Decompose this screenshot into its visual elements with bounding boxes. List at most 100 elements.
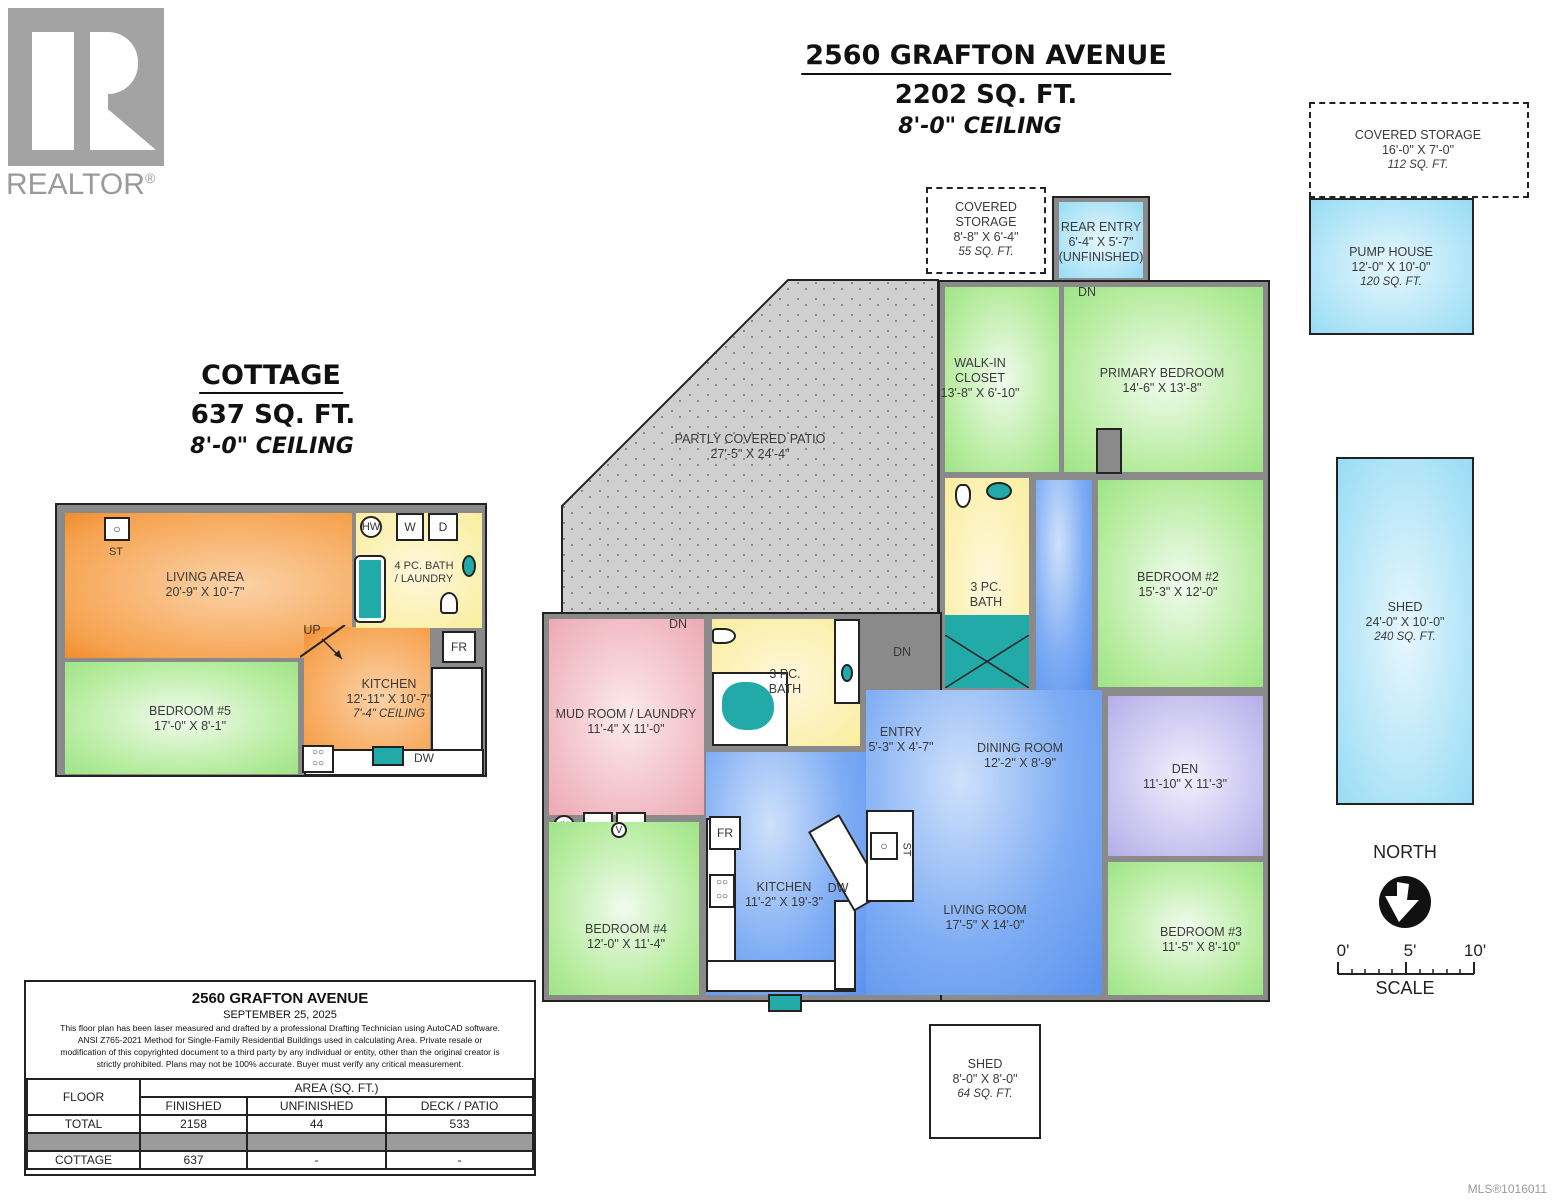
room-dims: 8'-0" X 8'-0" bbox=[952, 1072, 1018, 1086]
room-name-2: BATH bbox=[969, 595, 1003, 609]
room-dims: 6'-4" X 5'-7" bbox=[1068, 235, 1134, 249]
room-name-2: CLOSET bbox=[954, 371, 1005, 385]
cell-unfinished bbox=[246, 1132, 388, 1152]
room-dims: 11'-10" X 11'-3" bbox=[1142, 777, 1228, 791]
shed-large bbox=[1336, 457, 1474, 805]
cottage-bedroom-5 bbox=[65, 662, 298, 774]
info-date: SEPTEMBER 25, 2025 bbox=[223, 1009, 337, 1021]
scale-tick-10: 10' bbox=[1463, 941, 1487, 960]
bedroom-2 bbox=[1098, 480, 1263, 687]
disclaimer-line: This floor plan has been laser measured … bbox=[60, 1023, 500, 1033]
bath-east-sink-icon bbox=[986, 482, 1012, 500]
cottage-stove-label: ST bbox=[108, 546, 124, 558]
cell-floor: COTTAGE bbox=[26, 1150, 141, 1170]
bath-3pc-east-label: 3 PC. BATH bbox=[970, 580, 1002, 610]
bedroom-4-vent-fixture: V bbox=[611, 822, 627, 838]
entry-label: ENTRY 5'-3" X 4'-7" bbox=[868, 725, 933, 755]
patio-label: PARTLY COVERED PATIO 27'-5" X 24'-4" bbox=[675, 432, 826, 462]
kitchen-counter-bottom bbox=[706, 960, 856, 992]
bath-west-toilet-icon bbox=[712, 628, 736, 644]
col-unfinished: UNFINISHED bbox=[246, 1096, 388, 1116]
entry-stair-label: DN bbox=[892, 645, 912, 659]
cottage-area: 637 SQ. FT. bbox=[190, 400, 356, 430]
shed-large-label: SHED 24'-0" X 10'-0" 240 SQ. FT. bbox=[1366, 600, 1445, 645]
main-ceiling: 8'-0" CEILING bbox=[898, 114, 1062, 139]
bedroom-4-label: BEDROOM #4 12'-0" X 11'-4" bbox=[585, 922, 667, 952]
cottage-dw-label: DW bbox=[414, 751, 434, 765]
cottage-washer-fixture: W bbox=[396, 513, 424, 541]
patio-area bbox=[561, 279, 939, 618]
main-area: 2202 SQ. FT. bbox=[894, 80, 1078, 110]
shower-x-icon bbox=[945, 635, 1029, 688]
room-name: PUMP HOUSE bbox=[1349, 245, 1433, 259]
room-area: 64 SQ. FT. bbox=[957, 1088, 1013, 1100]
cell-finished: 2158 bbox=[138, 1114, 249, 1134]
cell-floor: TOTAL bbox=[26, 1114, 141, 1134]
info-box: 2560 GRAFTON AVENUE SEPTEMBER 25, 2025 T… bbox=[24, 980, 536, 1176]
cottage-bathtub-icon bbox=[354, 555, 386, 623]
mud-room-stair-label: DN bbox=[668, 617, 688, 631]
scale-label: SCALE bbox=[1375, 978, 1435, 998]
room-dims: 5'-3" X 4'-7" bbox=[868, 740, 934, 754]
col-finished: FINISHED bbox=[138, 1096, 249, 1116]
room-name: PARTLY COVERED PATIO bbox=[674, 432, 826, 446]
room-dims: 15'-3" X 12'-0" bbox=[1138, 585, 1218, 599]
room-name: MUD ROOM / LAUNDRY bbox=[555, 707, 697, 721]
cell-unfinished: - bbox=[246, 1150, 388, 1170]
realtor-r-icon bbox=[8, 8, 164, 166]
table-row: TOTAL 2158 44 533 bbox=[26, 1114, 534, 1134]
disclaimer-line: modification of this copyrighted documen… bbox=[60, 1047, 500, 1057]
walk-in-closet bbox=[945, 287, 1059, 472]
room-note: (UNFINISHED) bbox=[1058, 250, 1144, 264]
room-name: 3 PC. bbox=[970, 580, 1002, 594]
cell-deck: - bbox=[385, 1150, 534, 1170]
room-dims: 12'-2" X 8'-9" bbox=[983, 756, 1057, 770]
pump-house bbox=[1309, 198, 1474, 335]
room-name: KITCHEN bbox=[361, 677, 417, 691]
cottage-stove-fixture: ○ bbox=[104, 517, 130, 541]
room-name: SHED bbox=[967, 1057, 1003, 1071]
room-name: DEN bbox=[1171, 762, 1199, 776]
rear-entry-stair-label: DN bbox=[1077, 285, 1097, 299]
room-dims: 12'-0" X 11'-4" bbox=[586, 937, 666, 951]
room-name: BEDROOM #5 bbox=[149, 704, 231, 718]
room-name: SHED bbox=[1387, 600, 1423, 614]
room-dims: 13'-8" X 6'-10" bbox=[940, 386, 1020, 400]
scale-tick-0: 0' bbox=[1336, 941, 1350, 960]
cottage-kitchen-label: KITCHEN 12'-11" X 10'-7" 7'-4" CEILING bbox=[347, 677, 432, 722]
north-label: NORTH bbox=[1373, 842, 1437, 862]
scale-bar-icon bbox=[1337, 962, 1475, 975]
room-name: WALK-IN bbox=[954, 356, 1006, 370]
floor-header: FLOOR bbox=[26, 1078, 141, 1116]
room-dims: 20'-9" X 10'-7" bbox=[165, 585, 245, 599]
pump-house-label: PUMP HOUSE 12'-0" X 10'-0" 120 SQ. FT. bbox=[1349, 245, 1433, 290]
room-ceiling: 7'-4" CEILING bbox=[352, 708, 426, 720]
info-title: 2560 GRAFTON AVENUE bbox=[191, 990, 369, 1007]
den-label: DEN 11'-10" X 11'-3" bbox=[1143, 762, 1227, 792]
kitchen-label: KITCHEN 11'-2" X 19'-3" bbox=[745, 880, 823, 910]
room-dims: 12'-0" X 10'-0" bbox=[1351, 260, 1431, 274]
bath-east-toilet-icon bbox=[955, 484, 971, 508]
room-name: BEDROOM #4 bbox=[585, 922, 667, 936]
kitchen-fridge-fixture: FR bbox=[709, 816, 741, 850]
room-name: 4 PC. BATH bbox=[394, 560, 454, 572]
bath-west-corner-tub-icon bbox=[722, 682, 774, 730]
room-name: ENTRY bbox=[879, 725, 923, 739]
room-dims: 14'-6" X 13'-8" bbox=[1122, 381, 1202, 395]
covered-storage-large bbox=[1309, 102, 1529, 198]
den bbox=[1108, 696, 1263, 856]
cottage-toilet-icon bbox=[440, 592, 458, 614]
covered-storage-large-label: COVERED STORAGE 16'-0" X 7'-0" 112 SQ. F… bbox=[1355, 128, 1481, 173]
scale-tick-5: 5' bbox=[1403, 941, 1417, 960]
cottage-stair-arrow-icon bbox=[300, 625, 346, 660]
kitchen-counter-right bbox=[834, 900, 856, 990]
info-disclaimer: This floor plan has been laser measured … bbox=[26, 1022, 534, 1070]
cottage-ceiling: 8'-0" CEILING bbox=[190, 434, 354, 459]
room-name: COVERED bbox=[955, 200, 1017, 214]
col-deck: DECK / PATIO bbox=[385, 1096, 534, 1116]
bedroom-3 bbox=[1108, 862, 1263, 995]
shed-small-label: SHED 8'-0" X 8'-0" 64 SQ. FT. bbox=[952, 1057, 1017, 1102]
cottage-bedroom-5-label: BEDROOM #5 17'-0" X 8'-1" bbox=[149, 704, 231, 734]
room-name: BEDROOM #3 bbox=[1160, 925, 1242, 939]
room-dims: 12'-11" X 10'-7" bbox=[346, 692, 432, 706]
